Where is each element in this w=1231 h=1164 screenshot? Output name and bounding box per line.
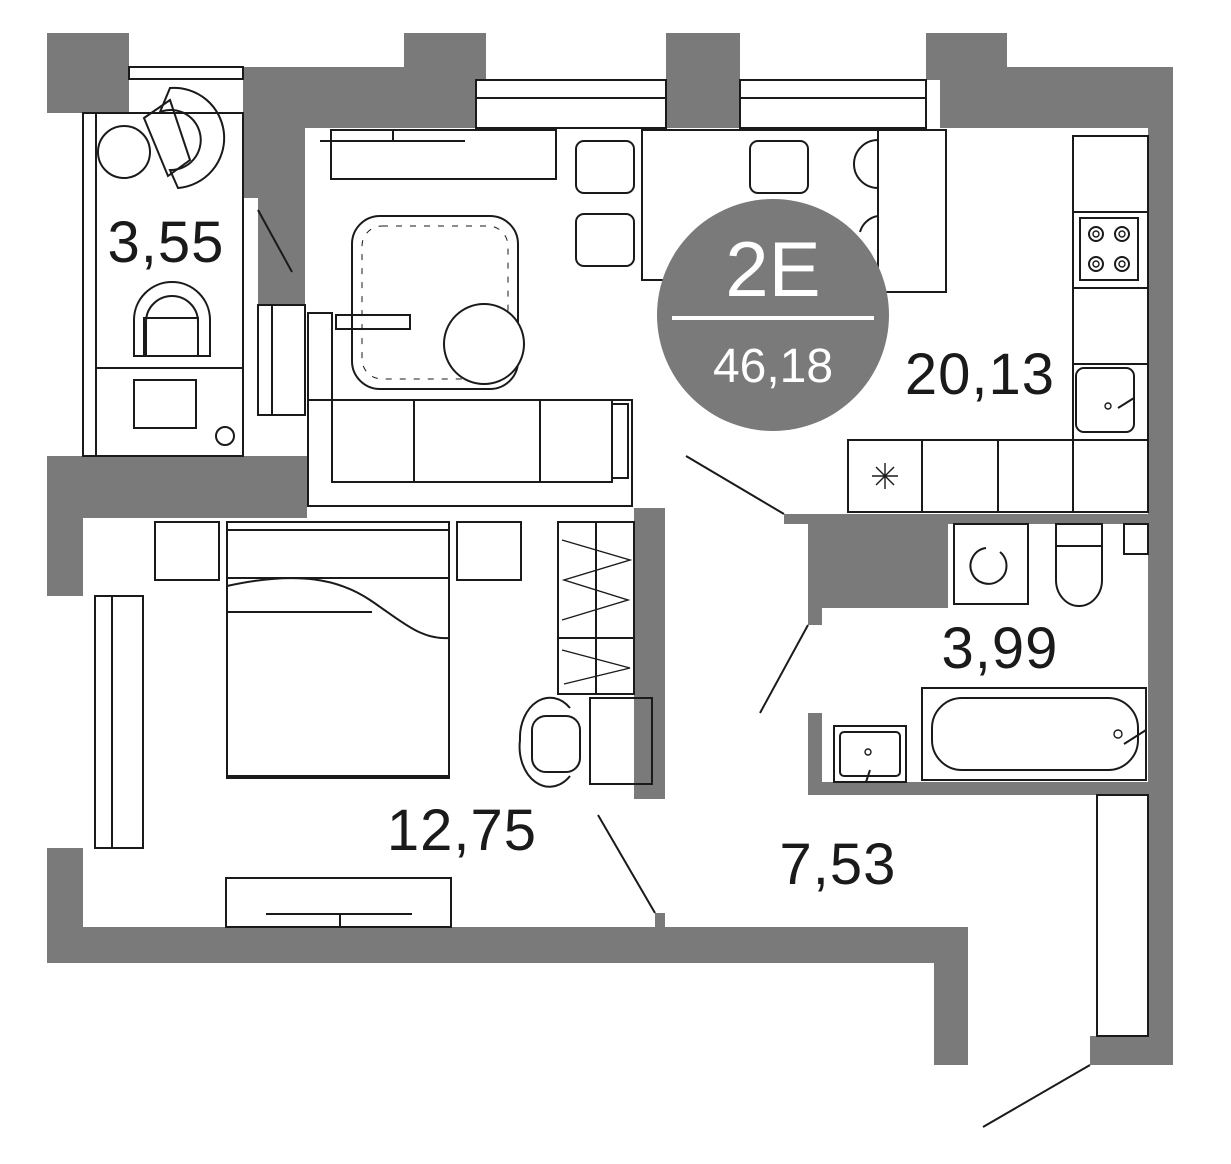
apartment-code: 2E bbox=[725, 225, 820, 313]
doors bbox=[257, 209, 1091, 1128]
room-area-bedroom: 12,75 bbox=[387, 798, 537, 863]
kitchen bbox=[847, 135, 1149, 513]
bathroom-fixtures bbox=[833, 523, 1149, 783]
balcony-furniture bbox=[97, 86, 235, 446]
room-area-bathroom: 3,99 bbox=[942, 616, 1059, 681]
living-furniture bbox=[307, 129, 947, 507]
apartment-total-area: 46,18 bbox=[713, 340, 833, 393]
room-area-balcony: 3,55 bbox=[108, 210, 225, 275]
room-area-living-kitchen: 20,13 bbox=[905, 342, 1055, 407]
badge-circle bbox=[657, 199, 889, 431]
windows bbox=[82, 66, 1149, 1037]
room-area-hallway: 7,53 bbox=[780, 832, 897, 897]
walls bbox=[47, 33, 1173, 1065]
room-labels: 3,55 20,13 3,99 12,75 7,53 bbox=[108, 210, 1059, 897]
apartment-badge: 2E 46,18 bbox=[657, 199, 889, 431]
bedroom-furniture bbox=[154, 521, 653, 928]
